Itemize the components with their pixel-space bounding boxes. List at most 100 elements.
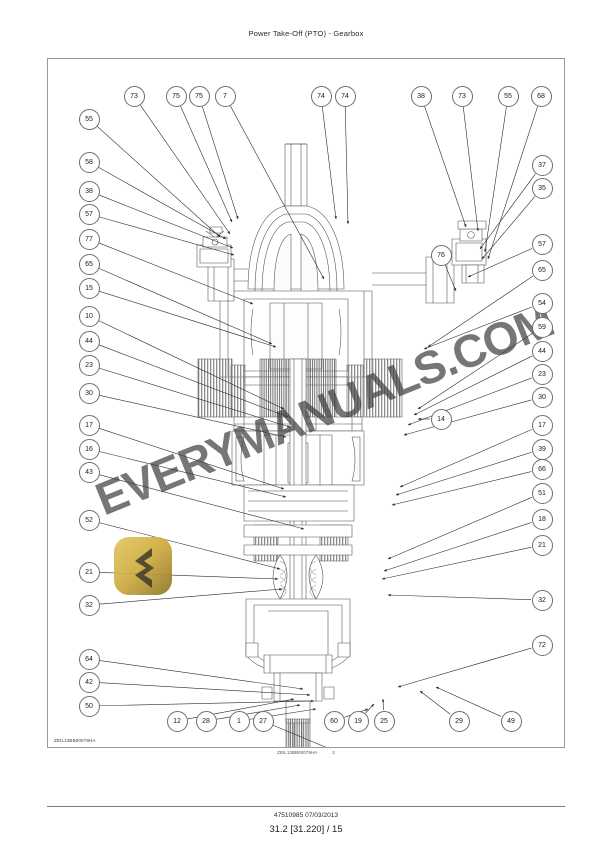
- callout-19[interactable]: 19: [347, 710, 369, 732]
- leader-line: [365, 703, 375, 714]
- callout-42[interactable]: 42: [78, 671, 100, 693]
- callout-32[interactable]: 32: [78, 594, 100, 616]
- callout-54[interactable]: 54: [531, 292, 553, 314]
- callout-68[interactable]: 68: [530, 85, 552, 107]
- callout-57[interactable]: 57: [531, 233, 553, 255]
- callout-77[interactable]: 77: [78, 228, 100, 250]
- callout-17[interactable]: 17: [78, 414, 100, 436]
- leader-line: [96, 126, 221, 238]
- callout-30[interactable]: 30: [78, 382, 100, 404]
- callout-17[interactable]: 17: [531, 414, 553, 436]
- callout-25[interactable]: 25: [373, 710, 395, 732]
- callout-75[interactable]: 75: [165, 85, 187, 107]
- footer-reference: 47510985 07/03/2013: [273, 812, 339, 819]
- leader-line: [487, 106, 538, 260]
- leader-line: [344, 106, 350, 225]
- leader-line: [99, 428, 285, 490]
- leader-line: [99, 216, 235, 256]
- figure-caption: ZEIL13BB00079HA 2: [47, 750, 565, 755]
- leader-line: [397, 647, 532, 688]
- leader-line: [381, 698, 385, 711]
- callout-44[interactable]: 44: [78, 330, 100, 352]
- leader-line: [427, 275, 534, 348]
- leader-line: [413, 355, 533, 416]
- leader-line: [99, 451, 287, 498]
- leader-line: [424, 106, 467, 228]
- leader-line: [99, 395, 287, 438]
- leader-line: [395, 452, 532, 496]
- leader-line: [481, 196, 536, 260]
- leader-line: [322, 106, 337, 220]
- callout-27[interactable]: 27: [252, 710, 274, 732]
- leader-line: [417, 332, 533, 410]
- callout-49[interactable]: 49: [500, 710, 522, 732]
- callout-74[interactable]: 74: [310, 85, 332, 107]
- callout-32[interactable]: 32: [531, 589, 553, 611]
- callout-16[interactable]: 16: [78, 438, 100, 460]
- callout-64[interactable]: 64: [78, 648, 100, 670]
- callout-37[interactable]: 37: [531, 154, 553, 176]
- leader-line: [467, 248, 533, 278]
- leader-line: [180, 105, 233, 223]
- callout-76[interactable]: 76: [430, 244, 452, 266]
- leader-line: [98, 268, 273, 345]
- callout-57[interactable]: 57: [78, 203, 100, 225]
- callout-73[interactable]: 73: [123, 85, 145, 107]
- callout-74[interactable]: 74: [334, 85, 356, 107]
- callout-60[interactable]: 60: [323, 710, 345, 732]
- callout-35[interactable]: 35: [531, 177, 553, 199]
- leader-line: [99, 682, 311, 697]
- callout-65[interactable]: 65: [531, 259, 553, 281]
- callout-72[interactable]: 72: [531, 634, 553, 656]
- callout-21[interactable]: 21: [531, 534, 553, 556]
- callout-50[interactable]: 50: [78, 695, 100, 717]
- leader-line: [99, 367, 291, 428]
- callout-18[interactable]: 18: [531, 508, 553, 530]
- leader-line: [407, 377, 532, 426]
- callout-14[interactable]: 14: [430, 408, 452, 430]
- callout-23[interactable]: 23: [78, 354, 100, 376]
- leader-line: [273, 724, 331, 747]
- leader-line: [99, 291, 277, 348]
- callout-38[interactable]: 38: [78, 180, 100, 202]
- leader-line: [98, 320, 285, 410]
- callout-65[interactable]: 65: [78, 253, 100, 275]
- callout-28[interactable]: 28: [195, 710, 217, 732]
- leader-line: [99, 474, 305, 530]
- leader-line: [419, 690, 451, 715]
- callout-52[interactable]: 52: [78, 509, 100, 531]
- leader-line: [99, 194, 234, 249]
- callout-55[interactable]: 55: [497, 85, 519, 107]
- callout-1[interactable]: 1: [228, 710, 250, 732]
- callout-23[interactable]: 23: [531, 363, 553, 385]
- callout-66[interactable]: 66: [531, 458, 553, 480]
- leader-line: [479, 173, 536, 250]
- figure-caption-id: ZEIL13BB00079HA: [277, 750, 317, 755]
- callout-29[interactable]: 29: [448, 710, 470, 732]
- callout-73[interactable]: 73: [451, 85, 473, 107]
- leader-line: [399, 429, 533, 488]
- callout-30[interactable]: 30: [531, 386, 553, 408]
- callout-59[interactable]: 59: [531, 316, 553, 338]
- callout-58[interactable]: 58: [78, 151, 100, 173]
- callout-38[interactable]: 38: [410, 85, 432, 107]
- callout-44[interactable]: 44: [531, 340, 553, 362]
- leader-line: [99, 522, 281, 570]
- callout-21[interactable]: 21: [78, 561, 100, 583]
- leader-line: [99, 699, 315, 707]
- callout-39[interactable]: 39: [531, 438, 553, 460]
- footer-divider: [47, 806, 565, 807]
- callout-7[interactable]: 7: [214, 85, 236, 107]
- callout-10[interactable]: 10: [78, 305, 100, 327]
- leader-line: [99, 660, 304, 690]
- leader-line: [462, 106, 479, 232]
- callout-75[interactable]: 75: [188, 85, 210, 107]
- callout-12[interactable]: 12: [166, 710, 188, 732]
- callout-55[interactable]: 55: [78, 108, 100, 130]
- leader-line: [229, 105, 325, 280]
- callout-51[interactable]: 51: [531, 482, 553, 504]
- callout-43[interactable]: 43: [78, 461, 100, 483]
- footer-section: 31.2 [31.220] / 15: [269, 823, 343, 834]
- callout-15[interactable]: 15: [78, 277, 100, 299]
